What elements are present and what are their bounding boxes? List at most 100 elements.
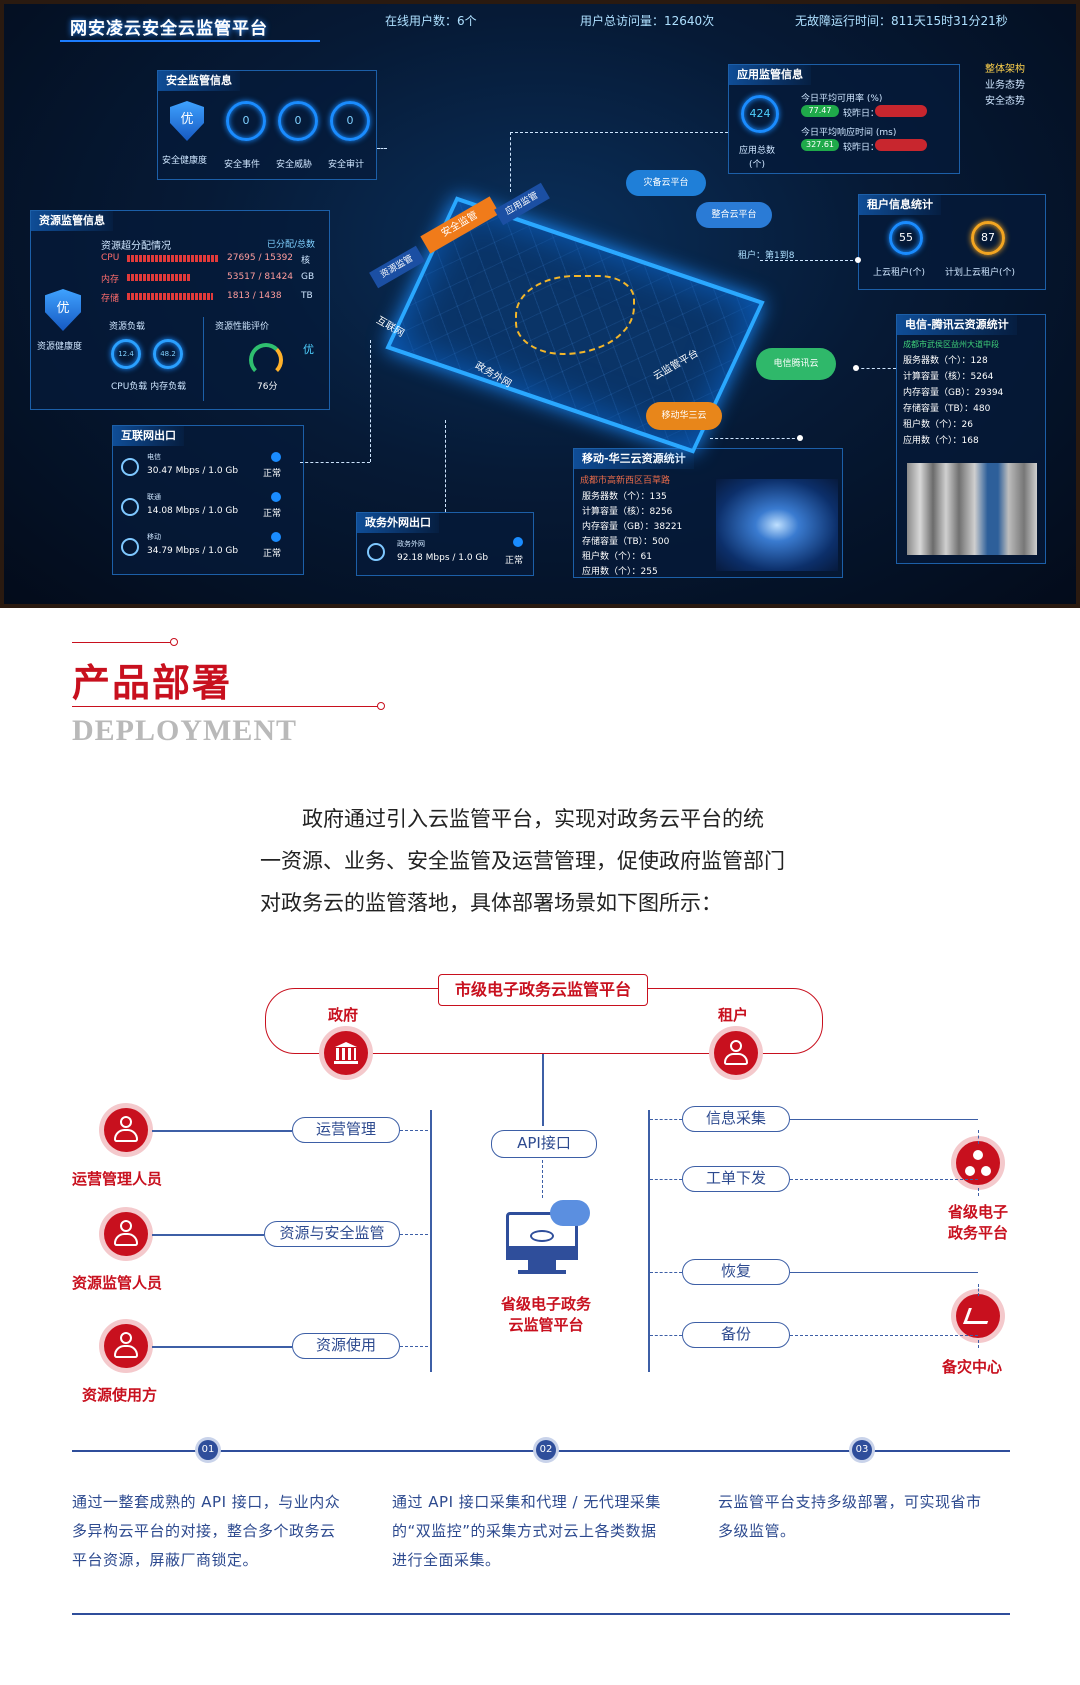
onboard-ring: 55 — [889, 221, 923, 255]
section-title-cn: 产品部署 — [72, 660, 233, 705]
isp-icon — [121, 498, 139, 516]
isp-status: 正常 — [263, 469, 282, 479]
tenant-tag: 租户：第1到8 — [738, 251, 795, 261]
monitor-cloud-icon[interactable] — [500, 1200, 592, 1278]
alloc-bar — [127, 293, 213, 300]
step-number: 03 — [852, 1440, 872, 1460]
body — [114, 1233, 138, 1246]
check-icon — [513, 537, 523, 547]
datacenter-photo — [716, 479, 838, 571]
disaster-recovery-icon[interactable] — [956, 1294, 1000, 1338]
role-users-icon[interactable] — [104, 1324, 148, 1368]
step-text: 云监管平台支持多级部署，可实现省市多级监管。 — [718, 1488, 1018, 1546]
gov-net-isp: 政务外网 — [397, 540, 425, 548]
provincial-platform-label: 省级电子政务 云监管平台 — [486, 1294, 606, 1336]
alloc-value: 53517 / 81424 — [227, 272, 294, 282]
function-pill[interactable]: 资源与安全监管 — [264, 1221, 400, 1247]
step-line: 通过 API 接口采集和代理 / 无代理采集 — [392, 1493, 661, 1511]
tenant-panel: 租户信息统计 55 上云租户(个) 87 计划上云租户(个) — [858, 194, 1046, 290]
panel-title: 应用监管信息 — [729, 65, 811, 85]
load-title: 资源负载 — [109, 322, 146, 332]
cloud-mobile[interactable]: 移动华三云 — [646, 402, 722, 430]
stat-line: 计算容量（核）：8256 — [582, 507, 673, 517]
connector-dot — [853, 365, 859, 371]
legend-item[interactable]: 安全态势 — [985, 96, 1025, 107]
security-events-ring[interactable]: 0 — [226, 101, 266, 141]
planned-label: 计划上云租户(个) — [945, 268, 1016, 278]
telecom-location: 成都市武侯区益州大道中段 — [903, 340, 999, 349]
cloud-telecom[interactable]: 电信腾讯云 — [756, 348, 836, 380]
stat-line: 内存容量（GB）：29394 — [903, 388, 1004, 398]
function-pill[interactable]: 工单下发 — [682, 1166, 790, 1192]
government-building-icon[interactable] — [324, 1031, 368, 1075]
stat-line: 存储容量（TB）：480 — [903, 404, 991, 414]
security-audit-ring[interactable]: 0 — [330, 101, 370, 141]
legend-item[interactable]: 业务态势 — [985, 80, 1025, 91]
role-label: 资源使用方 — [82, 1386, 158, 1404]
avail-compare-bar — [875, 105, 927, 117]
step-line: 多级监管。 — [718, 1522, 796, 1540]
resource-panel: 资源监管信息 优 资源健康度 资源超分配情况 已分配/总数 资源负载 12.4 … — [30, 210, 330, 410]
isp-rate: 34.79 Mbps / 1.0 Gb — [147, 546, 239, 556]
panel-title: 资源监管信息 — [31, 211, 113, 231]
tenant-users-icon[interactable] — [714, 1031, 758, 1075]
node-connector — [790, 1335, 978, 1336]
header-top-rule — [72, 642, 172, 643]
function-pill[interactable]: 运营管理 — [292, 1117, 400, 1143]
connector — [377, 148, 387, 149]
header-top-dot — [170, 638, 178, 646]
app-panel: 应用监管信息 424 应用总数 (个) 今日平均可用率 (%) 77.47 较昨… — [728, 64, 960, 174]
alloc-value: 27695 / 15392 — [227, 253, 294, 263]
stat-line: 服务器数（个）：128 — [903, 356, 988, 366]
isp-name: 电信 — [147, 453, 161, 461]
avail-value: 77.47 — [801, 105, 839, 117]
connector — [510, 132, 511, 192]
gov-label: 政府 — [328, 1006, 359, 1024]
alloc-unit: 核 — [301, 256, 311, 266]
api-arrow — [542, 1160, 543, 1198]
panel-title: 互联网出口 — [113, 426, 184, 446]
connector — [760, 260, 858, 261]
step-line: 平台资源，屏蔽厂商锁定。 — [72, 1551, 259, 1569]
role-users-icon[interactable] — [104, 1212, 148, 1256]
top-platform-box[interactable]: 市级电子政务云监管平台 — [438, 974, 648, 1006]
function-pill[interactable]: 备份 — [682, 1322, 790, 1348]
gov-net-panel: 政务外网出口 政务外网 92.18 Mbps / 1.0 Gb 正常 — [356, 512, 534, 576]
right-node-connector — [978, 1188, 979, 1196]
app-count-label: 应用总数 — [739, 146, 776, 156]
security-threats-ring[interactable]: 0 — [278, 101, 318, 141]
cloud-integration[interactable]: 整合云平台 — [696, 202, 772, 228]
step-line: 多异构云平台的对接，整合多个政务云 — [72, 1522, 336, 1540]
tenant-label: 租户 — [718, 1006, 749, 1024]
dashed-connector — [650, 1335, 682, 1336]
alloc-hint: 已分配/总数 — [267, 240, 316, 250]
mobile-location: 成都市高新西区百草路 — [580, 476, 671, 486]
check-icon — [271, 532, 281, 542]
alloc-unit: GB — [301, 272, 315, 282]
provincial-platform-icon[interactable] — [956, 1141, 1000, 1185]
role-users-icon[interactable] — [104, 1108, 148, 1152]
isp-icon — [121, 458, 139, 476]
function-pill[interactable]: 信息采集 — [682, 1106, 790, 1132]
function-pill[interactable]: 资源使用 — [292, 1333, 400, 1359]
cloud-backup[interactable]: 灾备云平台 — [626, 170, 706, 196]
bottom-rule — [72, 1613, 1010, 1615]
connector — [370, 340, 371, 462]
security-threats-label: 安全威胁 — [276, 160, 313, 170]
api-interface[interactable]: API接口 — [491, 1130, 597, 1158]
monitoring-platform-map[interactable] — [385, 196, 765, 454]
role-connector — [152, 1130, 292, 1132]
network-icon — [367, 543, 385, 561]
resp-label: 今日平均响应时间 (ms) — [801, 128, 897, 138]
check-icon — [271, 452, 281, 462]
head — [120, 1116, 132, 1128]
connector — [300, 462, 370, 463]
header-underline — [60, 40, 320, 42]
function-pill[interactable]: 恢复 — [682, 1259, 790, 1285]
legend-item[interactable]: 整体架构 — [985, 64, 1025, 75]
security-events-label: 安全事件 — [224, 160, 261, 170]
node-connector — [790, 1272, 978, 1273]
